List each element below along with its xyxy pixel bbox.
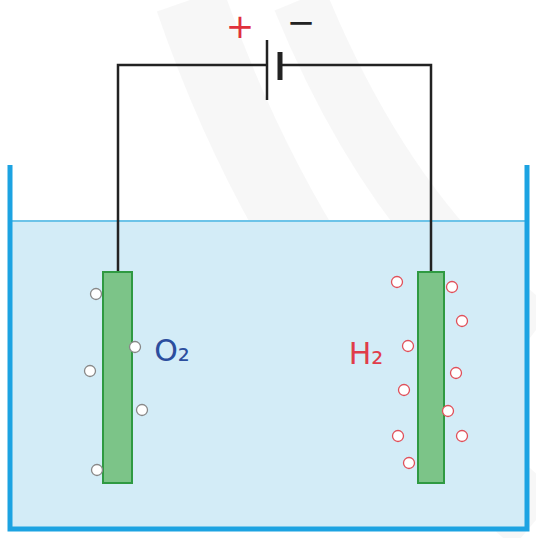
hydrogen-bubbles	[392, 277, 468, 469]
gas-label: O₂	[154, 336, 190, 366]
polarity-sign: −	[287, 5, 316, 39]
water	[12, 220, 526, 529]
water-surface	[12, 220, 526, 222]
anode	[103, 272, 132, 483]
tank	[10, 165, 527, 529]
battery-plate	[278, 52, 283, 80]
wire	[281, 65, 431, 272]
wire	[118, 65, 266, 272]
polarity-sign: +	[226, 9, 255, 43]
cathode	[418, 272, 444, 483]
gas-label: H₂	[349, 339, 384, 369]
battery-plate	[266, 40, 269, 100]
oxygen-bubbles	[85, 289, 148, 476]
